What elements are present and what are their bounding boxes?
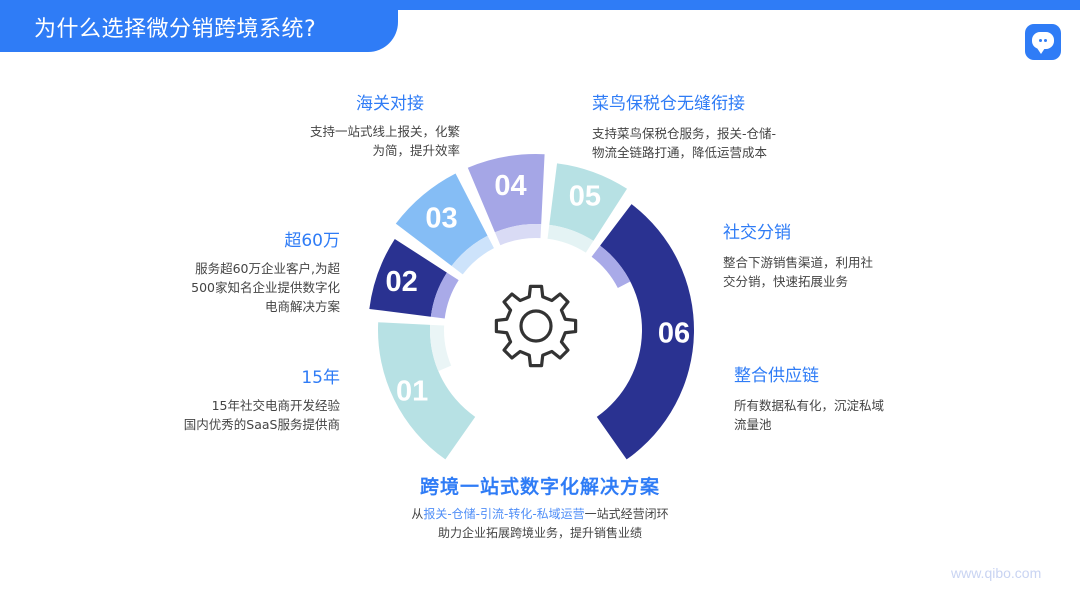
- item-03-desc-line1: 支持一站式线上报关，化繁: [309, 124, 460, 139]
- item-02-title: 超60万: [284, 231, 340, 251]
- item-02-desc-line3: 电商解决方案: [264, 299, 340, 314]
- solution-highlight: 报关-仓储-引流-转化-私域运营: [423, 507, 585, 521]
- item-01-desc-line1: 15年社交电商开发经验: [211, 398, 340, 413]
- inner-ring-05: [547, 224, 594, 253]
- item-01: 15年 15年社交电商开发经验 国内优秀的SaaS服务提供商: [150, 363, 340, 434]
- item-04-desc-line2: 物流全链路打通，降低运营成本: [592, 145, 768, 160]
- item-06-desc-line1: 所有数据私有化，沉淀私域: [734, 398, 885, 413]
- item-01-desc-line2: 国内优秀的SaaS服务提供商: [183, 417, 340, 432]
- item-06-title: 整合供应链: [734, 366, 819, 386]
- segment-04: [467, 154, 545, 233]
- watermark: www.qibo.com: [951, 565, 1042, 581]
- segment-number-02: 02: [385, 266, 417, 298]
- chat-bot-icon[interactable]: [1025, 24, 1061, 60]
- segment-06: [596, 204, 694, 460]
- item-03: 海关对接 支持一站式线上报关，化繁 为简，提升效率: [270, 89, 460, 160]
- segment-number-01: 01: [396, 376, 428, 408]
- segment-number-05: 05: [569, 181, 601, 213]
- segment-number-06: 06: [658, 318, 690, 350]
- item-04-desc-line1: 支持菜鸟保税仓服务，报关-仓储-: [592, 126, 777, 141]
- inner-ring-02: [430, 272, 459, 319]
- item-03-desc-line2: 为简，提升效率: [372, 143, 460, 158]
- page-title: 为什么选择微分销跨境系统?: [34, 17, 317, 42]
- item-05-desc-line2: 交分销，快速拓展业务: [723, 274, 849, 289]
- item-02-desc-line1: 服务超60万企业客户,为超: [195, 261, 340, 276]
- item-06: 整合供应链 所有数据私有化，沉淀私域 流量池: [734, 361, 934, 434]
- segment-number-04: 04: [494, 170, 526, 202]
- solution-desc-line2: 助力企业拓展跨境业务，提升销售业绩: [437, 526, 642, 540]
- inner-ring-01: [430, 324, 452, 372]
- gear-icon: [494, 284, 578, 368]
- item-02-desc-line2: 500家知名企业提供数字化: [191, 280, 340, 295]
- inner-ring-03: [451, 235, 494, 275]
- item-05-title: 社交分销: [723, 223, 791, 243]
- item-04: 菜鸟保税仓无缝衔接 支持菜鸟保税仓服务，报关-仓储- 物流全链路打通，降低运营成…: [592, 89, 822, 162]
- item-05: 社交分销 整合下游销售渠道，利用社 交分销，快速拓展业务: [723, 218, 923, 291]
- item-05-desc-line1: 整合下游销售渠道，利用社: [723, 255, 874, 270]
- solution-title: 跨境一站式数字化解决方案: [419, 476, 660, 498]
- segment-05: [549, 163, 628, 241]
- top-accent-strip: [0, 0, 1080, 10]
- solution-description: 从报关-仓储-引流-转化-私域运营一站式经营闭环 助力企业拓展跨境业务，提升销售…: [340, 505, 740, 543]
- solution-prefix: 从: [411, 507, 424, 521]
- segment-02: [369, 238, 447, 317]
- inner-ring-06: [591, 245, 631, 288]
- title-banner: 为什么选择微分销跨境系统?: [0, 0, 398, 52]
- inner-ring-04: [494, 224, 542, 246]
- segment-number-03: 03: [425, 202, 457, 234]
- segment-03: [395, 173, 488, 266]
- solution-suffix: 一站式经营闭环: [584, 507, 669, 521]
- item-01-title: 15年: [301, 368, 340, 388]
- solution-desc-line1: 从报关-仓储-引流-转化-私域运营一站式经营闭环: [340, 505, 740, 524]
- segment-01: [378, 322, 476, 460]
- item-02: 超60万 服务超60万企业客户,为超 500家知名企业提供数字化 电商解决方案: [150, 226, 340, 316]
- item-06-desc-line2: 流量池: [734, 417, 772, 432]
- item-03-title: 海关对接: [356, 94, 424, 114]
- item-04-title: 菜鸟保税仓无缝衔接: [592, 94, 745, 114]
